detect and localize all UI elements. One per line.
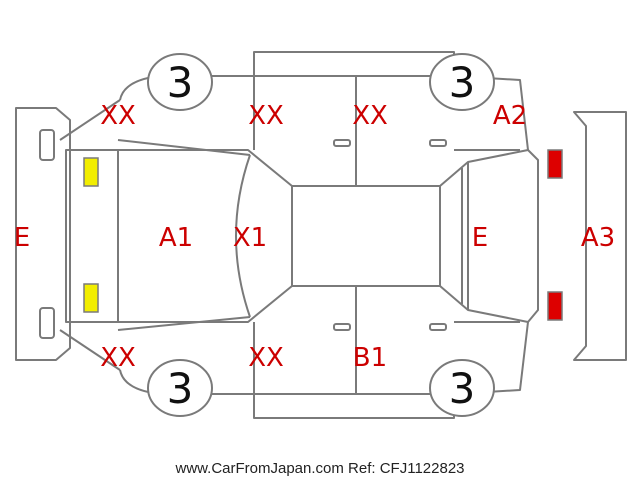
front-lamp-top [83,157,99,187]
code-rear-bumper: A3 [581,223,615,253]
code-windshield: X1 [233,223,267,253]
car-body [65,149,539,323]
tire-rear-right-rating: 3 [449,364,476,413]
code-front-left-corner: XX [100,101,136,131]
code-left-rear-corner: A2 [493,101,527,131]
code-right-rear-door: B1 [353,343,387,373]
tire-rear-left: 3 [429,53,495,111]
footer-reference: www.CarFromJapan.com Ref: CFJ1122823 [175,460,465,477]
rear-bumper [573,111,627,361]
tire-front-left: 3 [147,53,213,111]
code-hood: A1 [159,223,193,253]
tire-front-right: 3 [147,359,213,417]
tire-rear-right: 3 [429,359,495,417]
front-bumper [15,107,71,361]
rear-lamp-top [547,149,563,179]
tire-front-right-rating: 3 [167,364,194,413]
code-right-front-door: XX [248,343,284,373]
rear-lamp-bottom [547,291,563,321]
code-front-bumper: E [14,223,30,253]
code-rear-glass: E [472,223,488,253]
code-left-rear-door: XX [352,101,388,131]
code-left-front-door: XX [248,101,284,131]
code-front-right-corner: XX [100,343,136,373]
tire-rear-left-rating: 3 [449,58,476,107]
tire-front-left-rating: 3 [167,58,194,107]
front-lamp-bottom [83,283,99,313]
